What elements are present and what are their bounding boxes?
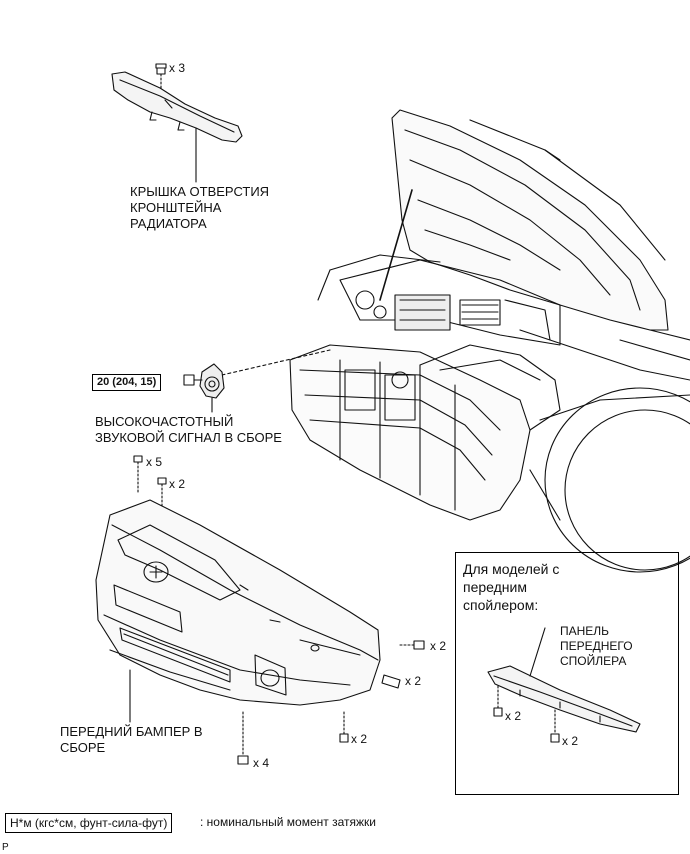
qty-top-clip: x 3 [169,61,186,75]
inset-title-line: Для моделей с [463,561,560,577]
clip-icon [493,685,503,717]
leader-line [221,349,331,376]
screw-icon [381,674,401,689]
clip-icon [157,477,167,513]
label-line: ЗВУКОВОЙ СИГНАЛ В СБОРЕ [95,430,282,445]
bolt-icon [183,374,203,386]
torque-spec: 20 (204, 15) [92,374,162,391]
clip-icon [133,455,143,495]
legend-text: : номинальный момент затяжки [200,815,376,829]
legend-box: Н*м (кгс*см, фунт-сила-фут) [5,813,173,833]
inset-title-line: передним [463,579,527,595]
qty-bottom-clip-left: x 4 [253,756,270,770]
label-line: ВЫСОКОЧАСТОТНЫЙ [95,414,234,429]
qty-bumper-top-a: x 5 [146,455,163,469]
qty-bumper-top-b: x 2 [169,477,186,491]
qty-spoiler-right: x 2 [562,734,579,748]
qty-side-screw-b: x 2 [405,674,422,688]
horn-part [199,363,225,399]
inset-title: Для моделей с передним спойлером: [463,560,559,614]
inset-spoiler-variant [455,552,679,795]
label-line: СПОЙЛЕРА [560,654,627,668]
screw-icon [399,640,425,650]
spoiler-panel-label: ПАНЕЛЬ ПЕРЕДНЕГО СПОЙЛЕРА [560,624,633,669]
label-line: ПАНЕЛЬ [560,624,610,638]
clip-icon [550,709,560,743]
bumper-part [95,499,381,706]
clip-icon [237,711,249,765]
clip-icon [155,63,167,89]
label-line: КРЫШКА ОТВЕРСТИЯ [130,184,270,199]
qty-spoiler-left: x 2 [505,709,522,723]
qty-side-screw-a: x 2 [430,639,447,653]
label-line: ПЕРЕДНИЙ БАМПЕР В [60,724,203,739]
horn-label: ВЫСОКОЧАСТОТНЫЙ ЗВУКОВОЙ СИГНАЛ В СБОРЕ [95,414,282,446]
label-line: СБОРЕ [60,740,106,755]
corner-mark: P [2,842,9,853]
inset-title-line: спойлером: [463,597,539,613]
bumper-label: ПЕРЕДНИЙ БАМПЕР В СБОРЕ [60,724,203,756]
spoiler-panel-part [487,665,641,733]
label-line: РАДИАТОРА [130,216,207,231]
car-body [289,109,690,573]
qty-bottom-clip-right: x 2 [351,732,368,746]
label-line: ПЕРЕДНЕГО [560,639,633,653]
leader-line [529,627,546,677]
radiator-cover-label: КРЫШКА ОТВЕРСТИЯ КРОНШТЕЙНА РАДИАТОРА [130,184,269,232]
radiator-cover-part [111,71,243,143]
clip-icon [339,711,349,743]
label-line: КРОНШТЕЙНА [130,200,222,215]
